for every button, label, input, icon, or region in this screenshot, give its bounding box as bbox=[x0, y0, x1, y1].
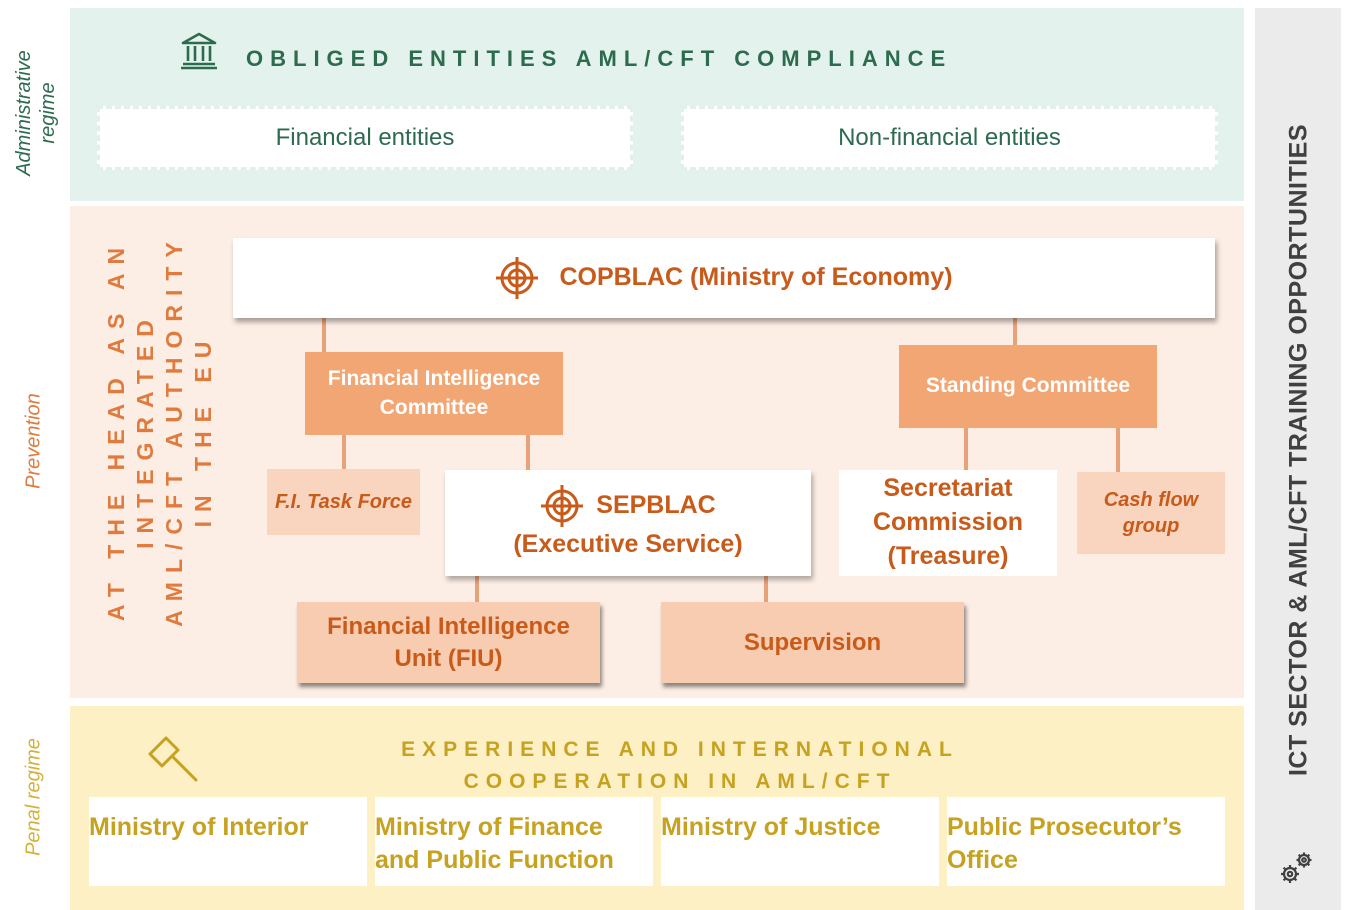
secretariat-line1: Secretariat bbox=[883, 474, 1013, 503]
sepblac-line2: (Executive Service) bbox=[513, 530, 743, 559]
penal-title-line2: COOPERATION IN AML/CFT bbox=[463, 770, 897, 793]
gears-icon bbox=[1276, 848, 1316, 888]
ministry-finance-line1: Ministry of Finance bbox=[375, 813, 603, 841]
cash-flow-line1: Cash flow bbox=[1103, 489, 1199, 511]
connector-sepblac-fiu bbox=[475, 576, 479, 602]
prevention-label: Prevention bbox=[22, 393, 45, 489]
connector-fic-sepblac bbox=[526, 434, 530, 470]
supervision-box: Supervision bbox=[661, 602, 964, 683]
ministry-justice-label: Ministry of Justice bbox=[661, 813, 881, 841]
penal-title: EXPERIENCE AND INTERNATIONAL COOPERATION… bbox=[300, 734, 1060, 798]
copblac-label: COPBLAC (Ministry of Economy) bbox=[559, 263, 953, 292]
connector-standing-secretariat bbox=[964, 428, 968, 470]
vertical-title-line3: AML/CFT AUTHORITY bbox=[161, 233, 187, 627]
sepblac-box: SEPBLAC (Executive Service) bbox=[445, 470, 811, 576]
fi-task-force-label: F.I. Task Force bbox=[274, 491, 413, 513]
administrative-title: OBLIGED ENTITIES AML/CFT COMPLIANCE bbox=[246, 46, 953, 71]
connector-fic-taskforce bbox=[342, 434, 346, 470]
right-panel bbox=[1255, 8, 1341, 910]
vertical-title-line2: INTEGRATED bbox=[132, 311, 158, 549]
financial-intelligence-committee-box: Financial Intelligence Committee bbox=[305, 352, 563, 435]
connector-standing-cashflow bbox=[1116, 428, 1120, 472]
standing-committee-box: Standing Committee bbox=[899, 345, 1157, 428]
financial-entities-box: Financial entities bbox=[97, 106, 633, 170]
prevention-vertical-title: AT THE HEAD AS AN INTEGRATED AML/CFT AUT… bbox=[102, 233, 218, 627]
penal-title-line1: EXPERIENCE AND INTERNATIONAL bbox=[401, 738, 959, 761]
non-financial-entities-label: Non-financial entities bbox=[838, 124, 1061, 151]
ministry-justice-box: Ministry of Justice bbox=[661, 797, 939, 886]
fic-line2: Committee bbox=[379, 395, 489, 419]
cash-flow-group-box: Cash flow group bbox=[1077, 472, 1225, 554]
ministry-finance-box: Ministry of Finance and Public Function bbox=[375, 797, 653, 886]
ministry-interior-label: Ministry of Interior bbox=[89, 813, 309, 841]
sepblac-line1: SEPBLAC bbox=[596, 491, 716, 520]
penal-regime-label: Penal regime bbox=[22, 738, 45, 856]
fiu-line1: Financial Intelligence bbox=[327, 613, 570, 641]
fiu-box: Financial Intelligence Unit (FIU) bbox=[297, 602, 600, 683]
sepblac-title-row: SEPBLAC bbox=[540, 484, 716, 528]
fi-task-force-box: F.I. Task Force bbox=[267, 469, 420, 535]
connector-sepblac-supervision bbox=[764, 576, 768, 602]
right-panel-title: ICT SECTOR & AML/CFT TRAINING OPPORTUNIT… bbox=[1284, 123, 1313, 777]
administrative-regime-label: Administrative regime bbox=[12, 50, 60, 176]
target-icon bbox=[540, 484, 584, 528]
administrative-label-line1: Administrative bbox=[13, 50, 35, 176]
non-financial-entities-box: Non-financial entities bbox=[681, 106, 1218, 170]
fiu-line2: Unit (FIU) bbox=[394, 644, 503, 672]
public-prosecutor-box: Public Prosecutor’s Office bbox=[947, 797, 1225, 886]
connector-copblac-fic bbox=[322, 318, 326, 354]
public-prosecutor-line2: Office bbox=[947, 845, 1018, 874]
supervision-label: Supervision bbox=[743, 628, 882, 656]
gavel-icon bbox=[146, 728, 200, 782]
copblac-box: COPBLAC (Ministry of Economy) bbox=[233, 238, 1215, 318]
target-icon bbox=[495, 256, 539, 300]
vertical-title-line4: IN THE EU bbox=[190, 332, 216, 528]
connector-copblac-standing bbox=[1013, 318, 1017, 346]
secretariat-line3: (Treasure) bbox=[887, 541, 1009, 570]
bank-icon bbox=[180, 30, 218, 70]
ministry-finance-line2: and Public Function bbox=[375, 845, 614, 874]
secretariat-line2: Commission bbox=[872, 508, 1024, 537]
fic-line1: Financial Intelligence bbox=[327, 367, 541, 391]
financial-entities-label: Financial entities bbox=[275, 124, 455, 151]
standing-committee-label: Standing Committee bbox=[925, 374, 1131, 398]
cash-flow-line2: group bbox=[1122, 515, 1180, 537]
public-prosecutor-line1: Public Prosecutor’s bbox=[947, 813, 1182, 841]
administrative-label-line2: regime bbox=[37, 82, 59, 144]
ministry-interior-box: Ministry of Interior bbox=[89, 797, 367, 886]
vertical-title-line1: AT THE HEAD AS AN bbox=[103, 238, 129, 622]
administrative-band bbox=[70, 8, 1244, 201]
secretariat-commission-box: Secretariat Commission (Treasure) bbox=[839, 470, 1057, 576]
